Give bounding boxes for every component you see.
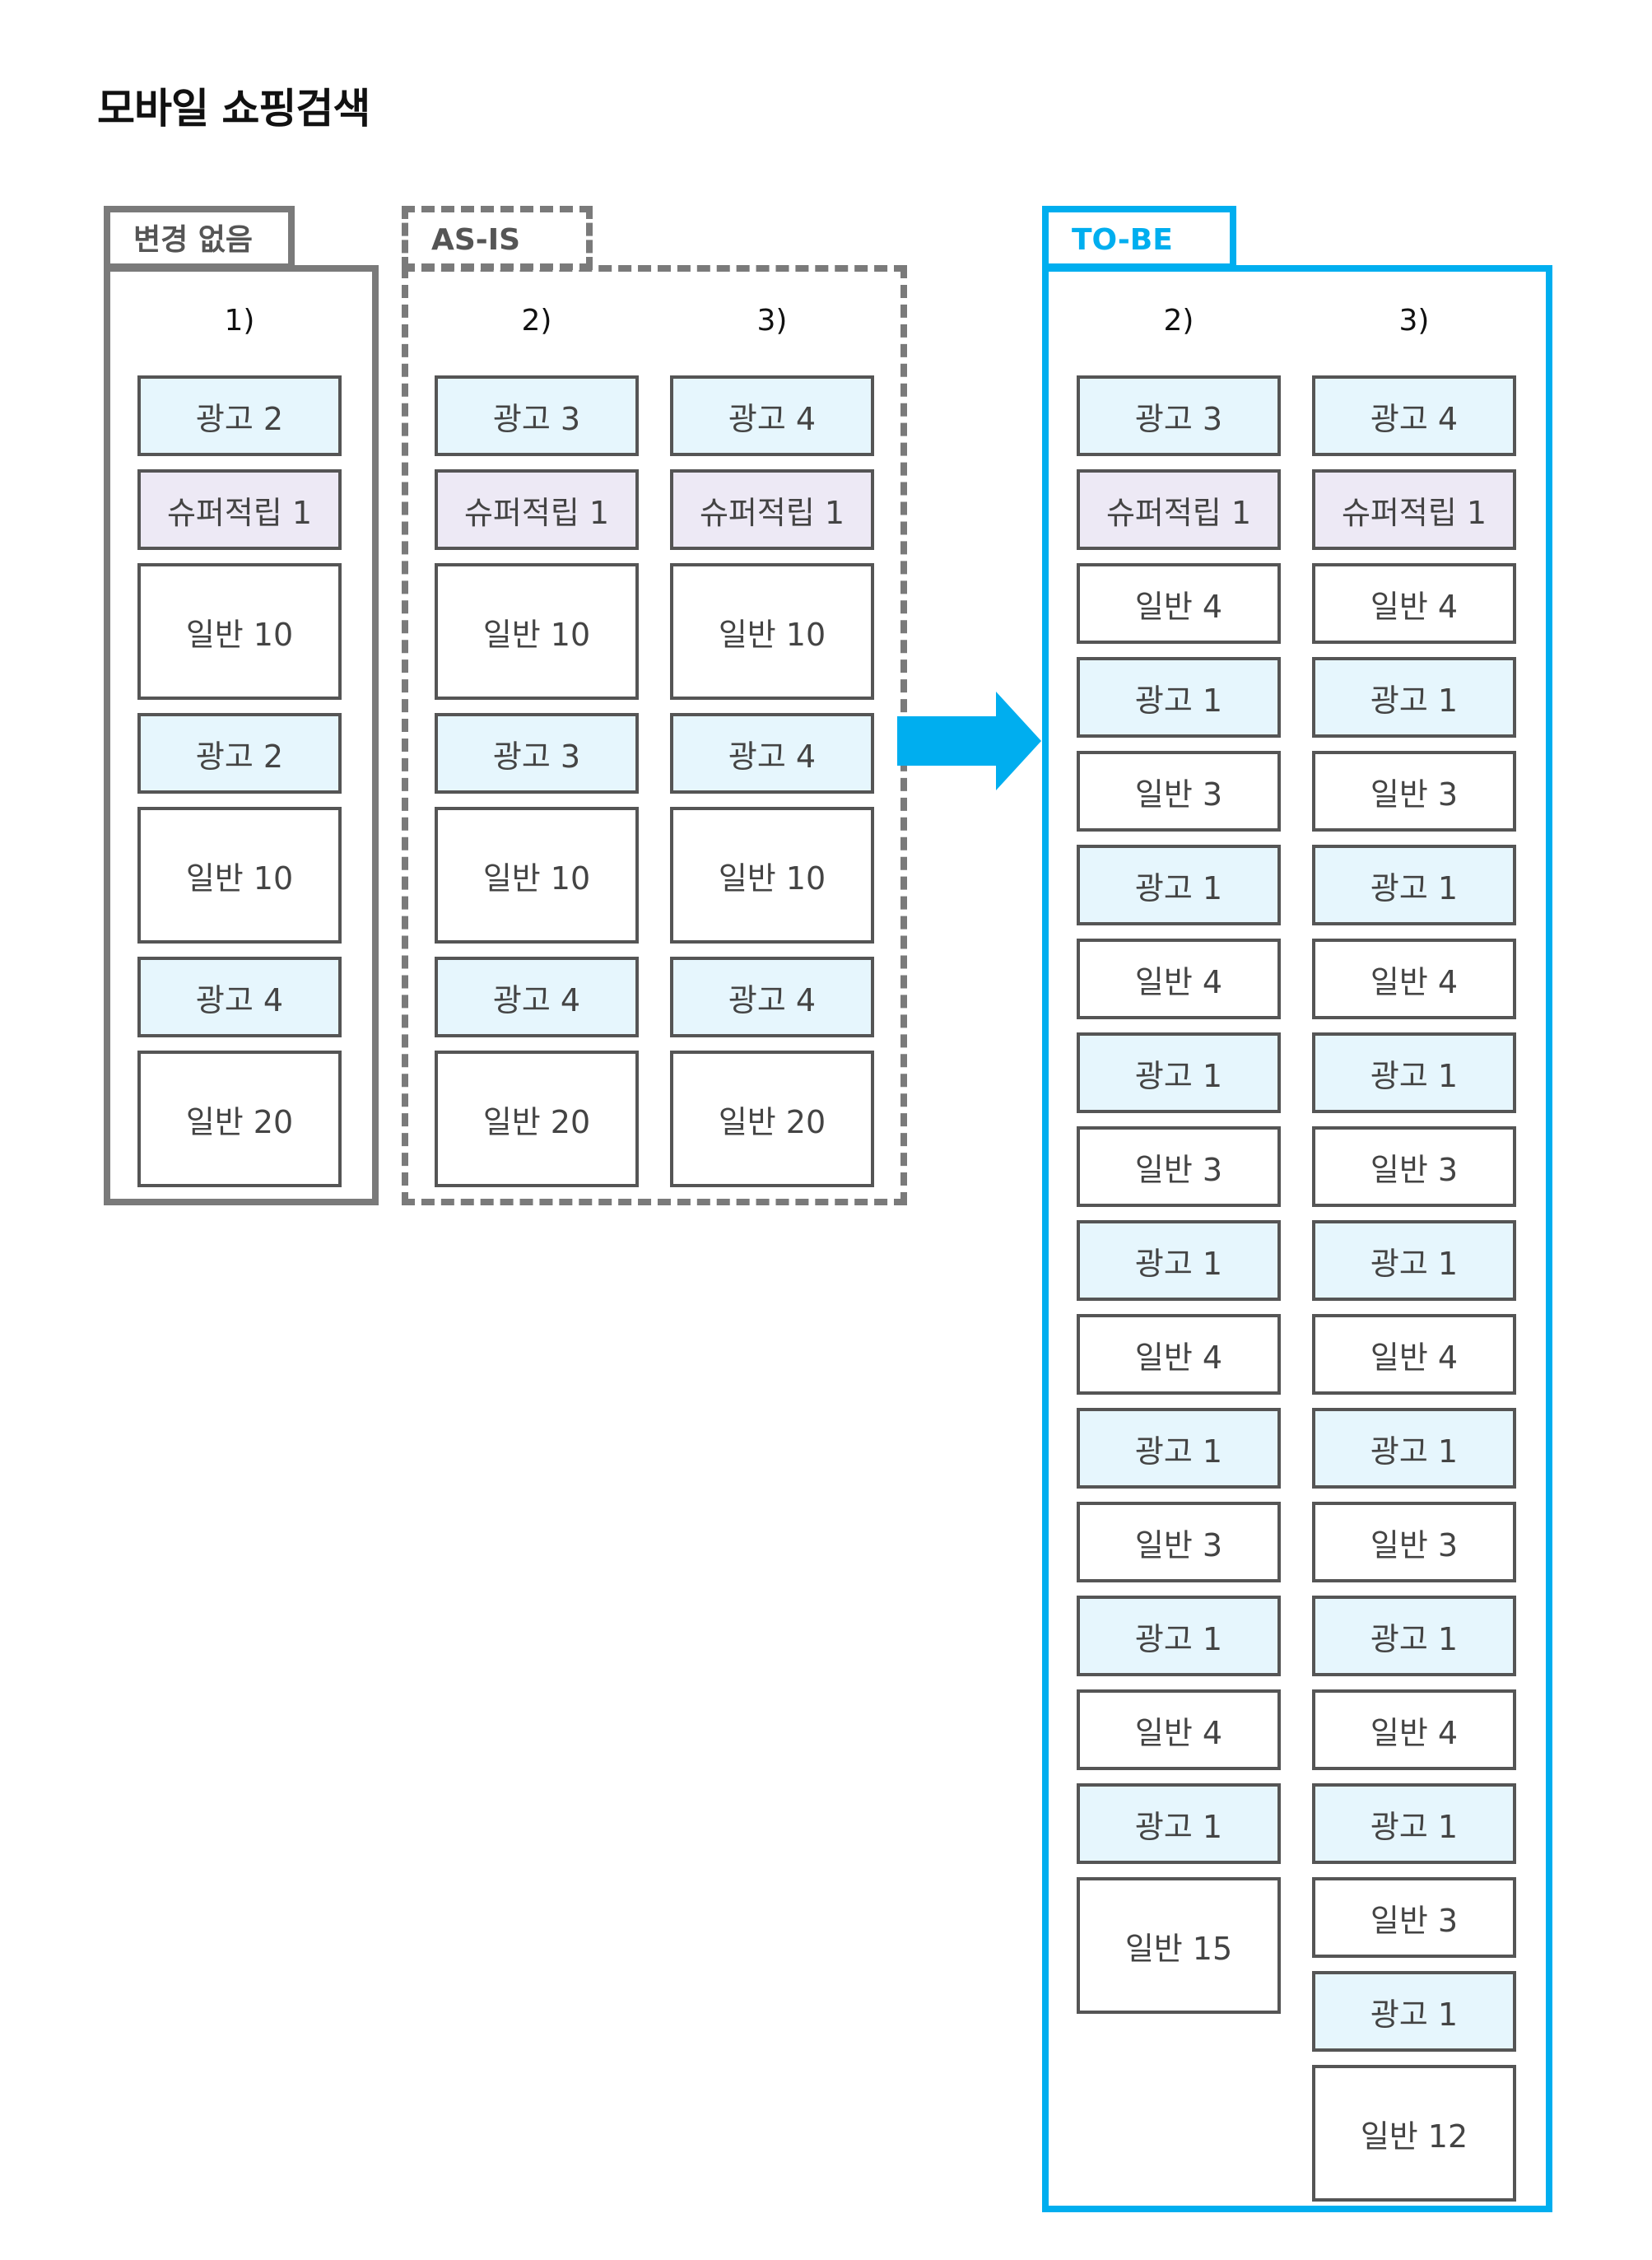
super-slot-box: 슈퍼적립 1: [670, 469, 874, 550]
group-label-asis: AS-IS: [431, 223, 521, 257]
normal-slot-box: 일반 4: [1312, 1314, 1516, 1395]
ad-slot-box: 광고 1: [1312, 1408, 1516, 1489]
normal-slot-box: 일반 4: [1077, 563, 1281, 644]
normal-slot-box: 일반 4: [1312, 939, 1516, 1019]
super-slot-box: 슈퍼적립 1: [1312, 469, 1516, 550]
ad-slot-box: 광고 1: [1312, 1032, 1516, 1113]
normal-slot-box: 일반 4: [1312, 1689, 1516, 1770]
normal-slot-box: 일반 3: [1077, 1502, 1281, 1582]
normal-slot-box: 일반 3: [1312, 1877, 1516, 1958]
normal-slot-box: 일반 10: [670, 807, 874, 944]
column-asis-3: 3) 광고 4 슈퍼적립 1 일반 10 광고 4 일반 10 광고 4 일반 20: [670, 298, 874, 1200]
normal-slot-box: 일반 10: [435, 807, 639, 944]
normal-slot-box: 일반 4: [1077, 1689, 1281, 1770]
ad-slot-box: 광고 4: [670, 957, 874, 1037]
ad-slot-box: 광고 1: [1312, 845, 1516, 925]
group-label-tobe: TO-BE: [1072, 223, 1173, 257]
group-panel-tobe: [1042, 265, 1552, 2212]
column-header: 2): [521, 304, 552, 338]
column-header: 3): [1398, 304, 1430, 338]
normal-slot-box: 일반 10: [435, 563, 639, 700]
group-tab-asis: AS-IS: [402, 206, 593, 270]
normal-slot-box: 일반 4: [1077, 939, 1281, 1019]
normal-slot-box: 일반 4: [1077, 1314, 1281, 1395]
ad-slot-box: 광고 4: [435, 957, 639, 1037]
ad-slot-box: 광고 1: [1312, 1971, 1516, 2052]
column-header: 1): [224, 304, 255, 338]
normal-slot-box: 일반 15: [1077, 1877, 1281, 2014]
column-header: 3): [756, 304, 788, 338]
ad-slot-box: 광고 1: [1077, 1408, 1281, 1489]
normal-slot-box: 일반 10: [137, 563, 342, 700]
ad-slot-box: 광고 4: [670, 375, 874, 456]
column-tobe-3: 3) 광고 4 슈퍼적립 1 일반 4 광고 1 일반 3 광고 1 일반 4 광고 1 일반 3…: [1312, 298, 1516, 2215]
super-slot-box: 슈퍼적립 1: [1077, 469, 1281, 550]
normal-slot-box: 일반 3: [1312, 1502, 1516, 1582]
normal-slot-box: 일반 3: [1077, 1126, 1281, 1207]
normal-slot-box: 일반 3: [1312, 751, 1516, 832]
ad-slot-box: 광고 3: [1077, 375, 1281, 456]
normal-slot-box: 일반 10: [137, 807, 342, 944]
normal-slot-box: 일반 3: [1077, 751, 1281, 832]
normal-slot-box: 일반 20: [670, 1051, 874, 1187]
column-tobe-2: 2) 광고 3 슈퍼적립 1 일반 4 광고 1 일반 3 광고 1 일반 4 광고 1 일반 3…: [1077, 298, 1281, 2027]
normal-slot-box: 일반 4: [1312, 563, 1516, 644]
ad-slot-box: 광고 1: [1312, 1783, 1516, 1864]
ad-slot-box: 광고 2: [137, 713, 342, 794]
ad-slot-box: 광고 1: [1312, 1220, 1516, 1301]
ad-slot-box: 광고 3: [435, 375, 639, 456]
column-unchanged-1: 1) 광고 2 슈퍼적립 1 일반 10 광고 2 일반 10 광고 4 일반 20: [137, 298, 342, 1200]
group-tab-unchanged: 변경 없음: [104, 206, 295, 270]
normal-slot-box: 일반 20: [435, 1051, 639, 1187]
ad-slot-box: 광고 2: [137, 375, 342, 456]
super-slot-box: 슈퍼적립 1: [435, 469, 639, 550]
ad-slot-box: 광고 1: [1312, 1596, 1516, 1676]
ad-slot-box: 광고 1: [1312, 657, 1516, 738]
ad-slot-box: 광고 4: [137, 957, 342, 1037]
column-asis-2: 2) 광고 3 슈퍼적립 1 일반 10 광고 3 일반 10 광고 4 일반 20: [435, 298, 639, 1200]
ad-slot-box: 광고 1: [1077, 845, 1281, 925]
ad-slot-box: 광고 1: [1077, 1783, 1281, 1864]
ad-slot-box: 광고 1: [1077, 657, 1281, 738]
ad-slot-box: 광고 4: [670, 713, 874, 794]
ad-slot-box: 광고 4: [1312, 375, 1516, 456]
normal-slot-box: 일반 20: [137, 1051, 342, 1187]
ad-slot-box: 광고 3: [435, 713, 639, 794]
group-tab-tobe: TO-BE: [1042, 206, 1236, 270]
group-label-unchanged: 변경 없음: [133, 223, 254, 257]
right-arrow-icon: [897, 692, 1041, 790]
ad-slot-box: 광고 1: [1077, 1596, 1281, 1676]
column-header: 2): [1163, 304, 1194, 338]
ad-slot-box: 광고 1: [1077, 1220, 1281, 1301]
normal-slot-box: 일반 3: [1312, 1126, 1516, 1207]
normal-slot-box: 일반 10: [670, 563, 874, 700]
normal-slot-box: 일반 12: [1312, 2065, 1516, 2202]
page-title: 모바일 쇼핑검색: [97, 85, 370, 133]
super-slot-box: 슈퍼적립 1: [137, 469, 342, 550]
ad-slot-box: 광고 1: [1077, 1032, 1281, 1113]
